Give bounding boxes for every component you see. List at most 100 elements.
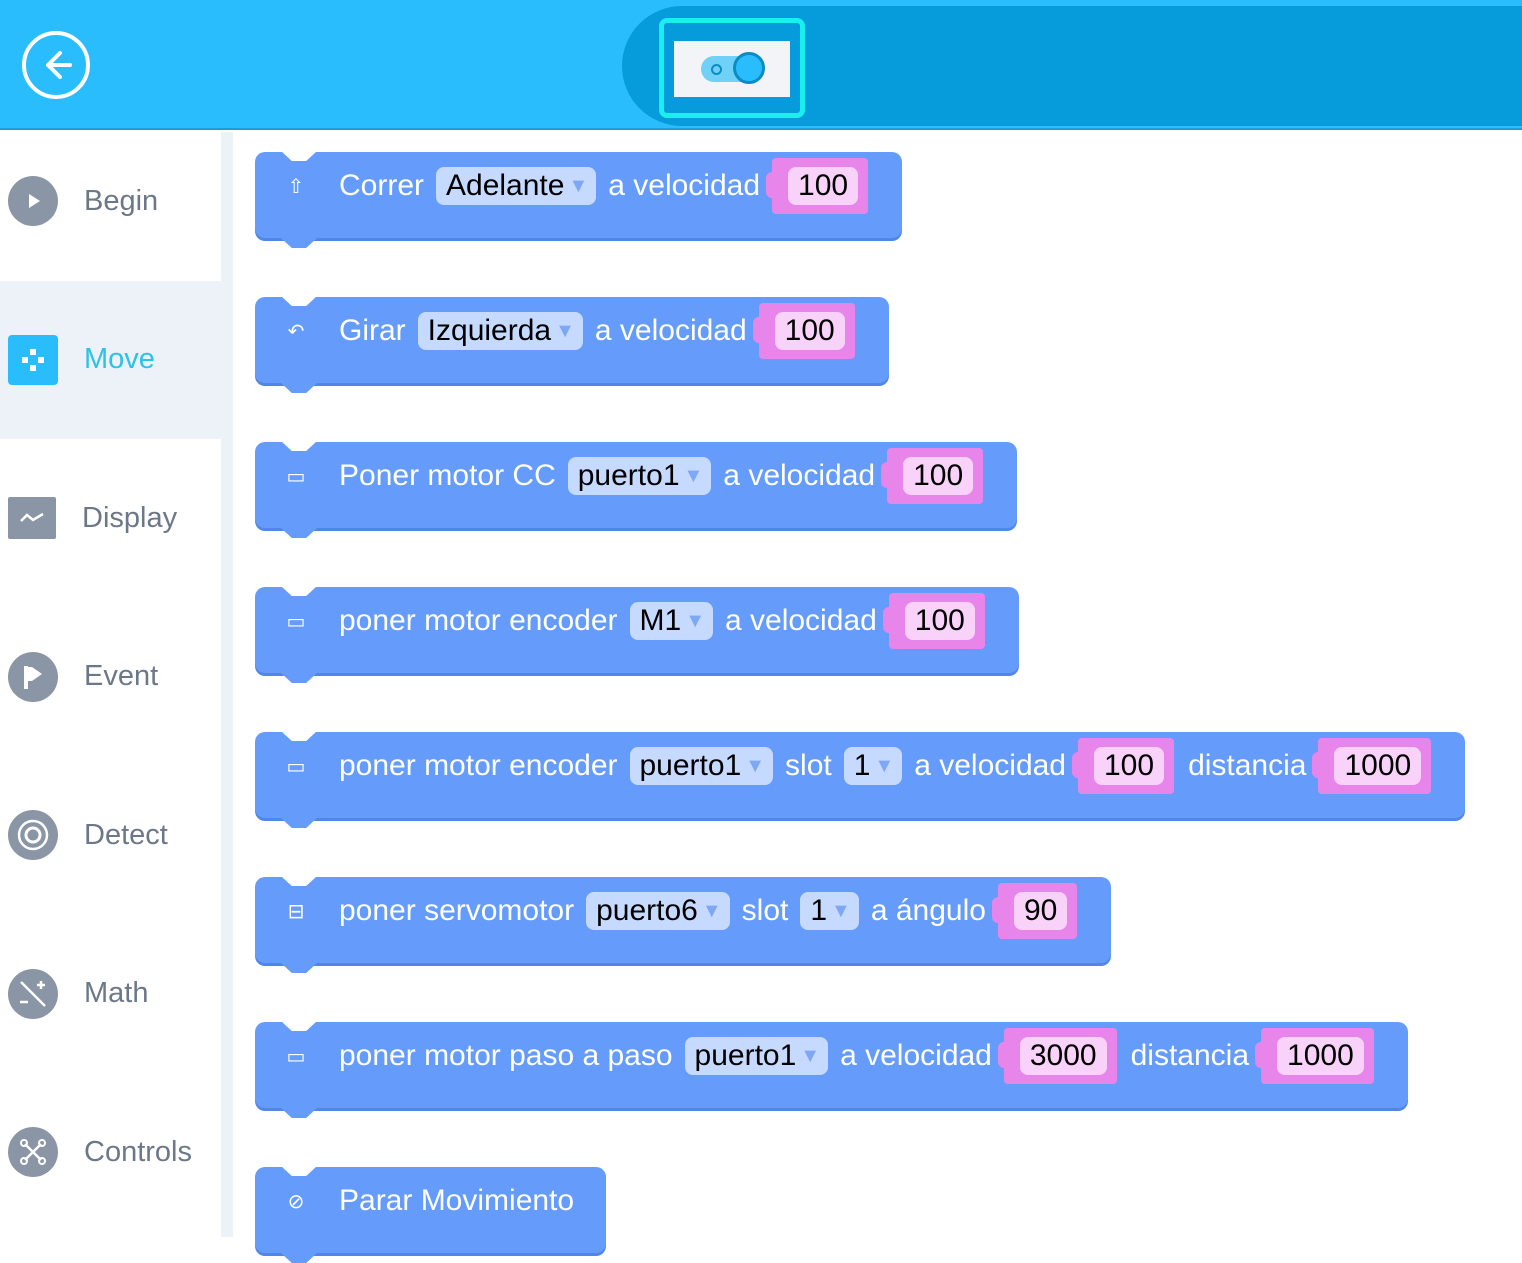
block-label: Girar (339, 314, 406, 347)
code-block[interactable]: ▭ poner motor encoder M1▼ a velocidad 100 (255, 587, 1019, 673)
block-dropdown[interactable]: puerto1▼ (567, 457, 712, 495)
sidebar-item-move[interactable]: Move (0, 280, 233, 439)
dropdown-arrow-icon: ▼ (568, 174, 589, 197)
sidebar-item-display[interactable]: Display (0, 439, 233, 597)
sidebar-item-label: Controls (84, 1135, 192, 1168)
block-dropdown[interactable]: puerto1▼ (684, 1037, 829, 1075)
math-icon (8, 968, 58, 1019)
block-dropdown[interactable]: puerto6▼ (586, 892, 730, 930)
flag-icon (8, 651, 58, 702)
code-block[interactable]: ⊘ Parar Movimiento (255, 1167, 607, 1253)
block-label: a velocidad (914, 749, 1066, 782)
encoder-motor-icon: ▭ (286, 755, 306, 778)
block-dropdown[interactable]: Adelante▼ (436, 167, 597, 205)
dropdown-value: puerto1 (577, 459, 680, 492)
sidebar-item-label: Event (84, 660, 159, 692)
play-icon (8, 176, 58, 226)
dropdown-value: M1 (639, 604, 682, 637)
dropdown-arrow-icon: ▼ (685, 609, 705, 632)
dropdown-value: 1 (853, 749, 871, 782)
top-bar (0, 0, 1522, 130)
arrow-up-icon: ⇧ (287, 175, 305, 198)
number-input[interactable]: 100 (766, 158, 869, 214)
number-input[interactable]: 100 (882, 593, 985, 649)
block-dropdown[interactable]: puerto1▼ (629, 747, 774, 785)
sidebar-item-detect[interactable]: Detect (0, 756, 233, 914)
block-dropdown[interactable]: M1▼ (629, 602, 713, 640)
sidebar-item-label: Math (84, 977, 149, 1009)
block-dropdown[interactable]: 1▼ (843, 747, 903, 785)
number-value[interactable]: 1000 (1277, 1037, 1364, 1075)
block-label: a velocidad (608, 169, 761, 202)
dropdown-arrow-icon: ▼ (745, 754, 766, 777)
turn-left-icon: ↶ (287, 320, 305, 343)
number-input[interactable]: 100 (881, 448, 984, 504)
mode-toggle-button[interactable] (659, 18, 805, 118)
dropdown-value: puerto1 (694, 1039, 797, 1072)
dropdown-value: 1 (810, 894, 828, 927)
block-label: poner servomotor (339, 894, 575, 927)
number-value[interactable]: 100 (904, 602, 975, 640)
stop-icon: ⊘ (287, 1190, 305, 1213)
block-label: a velocidad (840, 1039, 992, 1072)
block-label: Parar Movimiento (339, 1184, 575, 1217)
dropdown-arrow-icon: ▼ (831, 899, 851, 922)
number-input[interactable]: 3000 (997, 1028, 1117, 1084)
number-input[interactable]: 90 (991, 883, 1078, 939)
block-label: poner motor paso a paso (339, 1039, 673, 1072)
block-label: Correr (339, 169, 425, 202)
block-label: distancia (1188, 749, 1307, 782)
number-value[interactable]: 1000 (1334, 747, 1422, 785)
code-block[interactable]: ↶ Girar Izquierda▼ a velocidad 100 (255, 297, 889, 383)
block-label: a velocidad (724, 604, 877, 637)
number-value[interactable]: 3000 (1019, 1037, 1107, 1075)
toggle-knob (733, 52, 765, 84)
block-dropdown[interactable]: 1▼ (800, 892, 859, 930)
code-block[interactable]: ▭ Poner motor CC puerto1▼ a velocidad 100 (255, 442, 1018, 528)
number-input[interactable]: 100 (752, 303, 855, 359)
dropdown-arrow-icon: ▼ (683, 464, 704, 487)
number-input[interactable]: 100 (1071, 738, 1175, 794)
block-label: poner motor encoder (339, 749, 618, 782)
number-input[interactable]: 1000 (1255, 1028, 1374, 1084)
block-label: a velocidad (594, 314, 747, 347)
number-value[interactable]: 100 (774, 312, 845, 350)
dropdown-value: Izquierda (427, 314, 552, 347)
block-label: Poner motor CC (339, 459, 556, 492)
block-label: a velocidad (723, 459, 876, 492)
number-value[interactable]: 100 (1094, 747, 1165, 785)
dc-motor-icon: ▭ (286, 465, 306, 488)
back-button[interactable] (22, 31, 90, 99)
number-value[interactable]: 100 (903, 457, 974, 495)
radar-icon (8, 810, 58, 860)
dropdown-arrow-icon: ▼ (701, 899, 722, 922)
sidebar-item-controls[interactable]: Controls (0, 1073, 233, 1231)
number-value[interactable]: 100 (788, 167, 859, 205)
dropdown-arrow-icon: ▼ (555, 319, 575, 342)
display-icon (8, 497, 56, 539)
code-block[interactable]: ⇧ Correr Adelante▼ a velocidad 100 (255, 152, 903, 238)
controls-icon (8, 1127, 58, 1177)
block-dropdown[interactable]: Izquierda▼ (417, 312, 583, 350)
sidebar-item-label: Detect (84, 818, 168, 851)
sidebar-item-label: Display (82, 501, 178, 534)
block-label: poner motor encoder (339, 604, 618, 637)
block-label: slot (785, 749, 832, 782)
dropdown-arrow-icon: ▼ (800, 1044, 821, 1067)
dropdown-value: puerto6 (596, 894, 698, 927)
number-value[interactable]: 90 (1013, 892, 1068, 930)
sidebar-item-math[interactable]: Math (0, 915, 233, 1073)
encoder-motor-icon: ▭ (286, 610, 306, 633)
sidebar-item-event[interactable]: Event (0, 598, 233, 756)
toggle-switch[interactable] (674, 41, 790, 97)
dropdown-value: Adelante (446, 169, 565, 202)
block-label: distancia (1130, 1039, 1250, 1072)
block-label: a ángulo (870, 894, 986, 927)
sidebar-item-label: Begin (84, 184, 159, 217)
sidebar-item-begin[interactable]: Begin (0, 122, 233, 280)
number-input[interactable]: 1000 (1312, 738, 1432, 794)
arrow-left-icon (46, 51, 72, 79)
